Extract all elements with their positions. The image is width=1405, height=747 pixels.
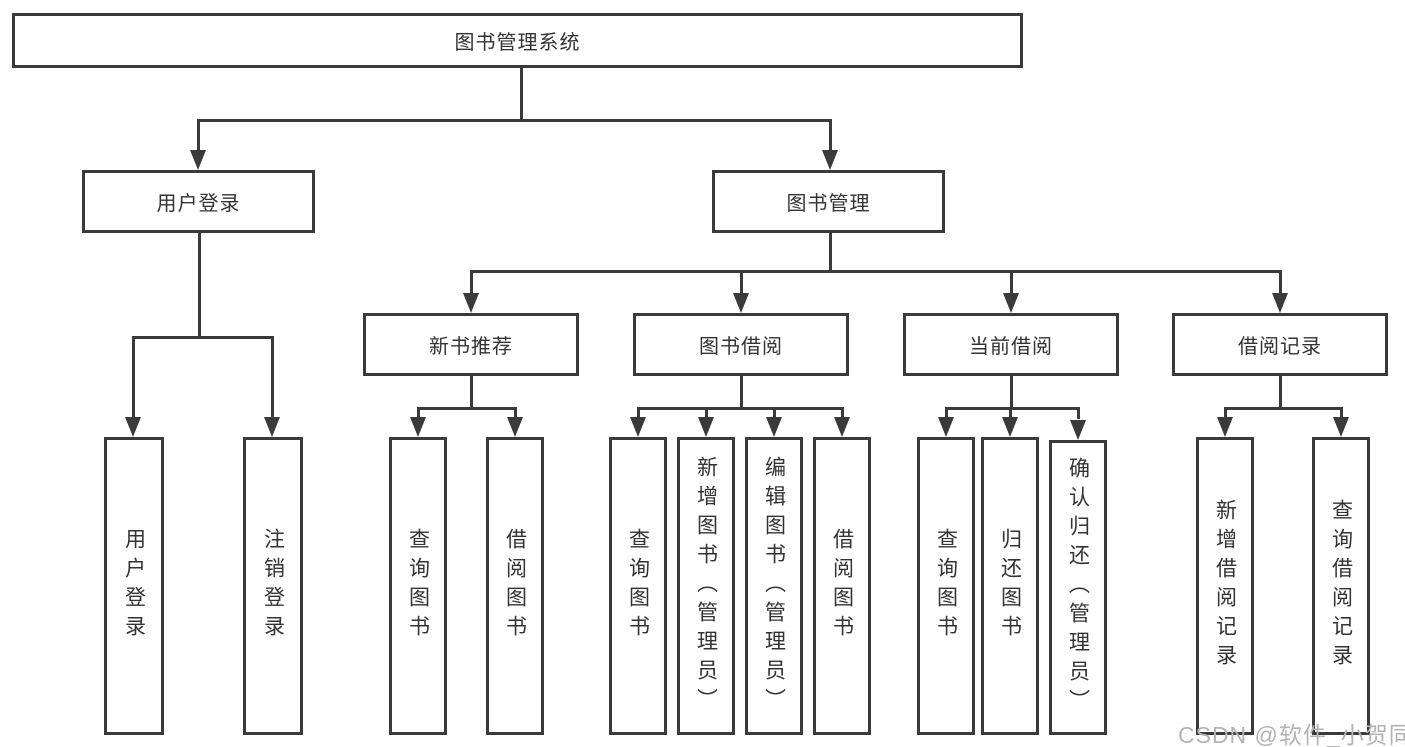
node-label: 图书管理	[786, 193, 871, 215]
connector-line	[1010, 376, 1013, 407]
connector-line	[1009, 407, 1012, 419]
node-label: 图书管理系统	[454, 32, 581, 54]
node-root: 图书管理系统	[12, 13, 1023, 68]
connector-line	[470, 376, 473, 407]
connector-line	[417, 407, 517, 410]
node-label: 查询图书	[406, 528, 430, 644]
connector-line	[1010, 270, 1013, 295]
leaf-borrow-books-2: 借阅图书	[813, 437, 871, 735]
leaf-return-books: 归还图书	[981, 437, 1039, 735]
node-label: 新增借阅记录	[1213, 499, 1237, 673]
leaf-query-books-1: 查询图书	[389, 437, 447, 735]
connector-line	[1224, 407, 1343, 410]
connector-arrowhead	[822, 150, 838, 170]
leaf-query-books-2: 查询图书	[609, 437, 667, 735]
connector-line	[1340, 407, 1343, 419]
node-label: 借阅图书	[503, 528, 527, 644]
node-label: 用户登录	[156, 193, 241, 215]
leaf-logout: 注销登录	[243, 437, 303, 735]
node-label: 当前借阅	[969, 336, 1053, 358]
connector-arrowhead	[938, 417, 954, 437]
connector-arrowhead	[630, 417, 646, 437]
connector-line	[637, 407, 640, 419]
connector-arrowhead	[1002, 417, 1018, 437]
node-label: 注销登录	[261, 528, 285, 644]
connector-line	[945, 407, 948, 419]
connector-line	[132, 336, 135, 419]
node-label: 查询图书	[626, 528, 650, 644]
connector-line	[197, 119, 200, 152]
node-label: 新书推荐	[429, 336, 513, 358]
connector-arrowhead	[264, 417, 280, 437]
connector-line	[740, 270, 743, 295]
node-label: 编辑图书（管理员）	[762, 455, 786, 717]
connector-line	[740, 376, 743, 407]
connector-line	[1224, 407, 1227, 419]
node-label: 确认归还（管理员）	[1066, 457, 1090, 718]
connector-line	[773, 407, 776, 419]
node-book-borrow: 图书借阅	[633, 313, 849, 376]
node-label: 借阅图书	[830, 528, 854, 644]
leaf-borrow-books-1: 借阅图书	[486, 437, 544, 735]
connector-line	[829, 233, 832, 270]
node-label: 查询借阅记录	[1329, 499, 1353, 673]
node-book-management: 图书管理	[712, 170, 945, 233]
connector-line	[271, 336, 274, 419]
leaf-add-borrow-record: 新增借阅记录	[1196, 437, 1254, 735]
connector-line	[1279, 270, 1282, 295]
connector-line	[417, 407, 420, 419]
connector-arrowhead	[1333, 417, 1349, 437]
connector-line	[520, 68, 523, 119]
leaf-add-books-admin: 新增图书（管理员）	[677, 437, 735, 735]
connector-arrowhead	[125, 417, 141, 437]
connector-arrowhead	[766, 417, 782, 437]
connector-arrowhead	[1003, 293, 1019, 313]
connector-arrowhead	[733, 293, 749, 313]
connector-line	[705, 407, 708, 419]
leaf-confirm-return-admin: 确认归还（管理员）	[1049, 440, 1107, 735]
connector-line	[829, 119, 832, 152]
connector-arrowhead	[1217, 417, 1233, 437]
connector-line	[637, 407, 844, 410]
connector-line	[470, 270, 1281, 273]
node-label: 图书借阅	[699, 336, 783, 358]
node-label: 归还图书	[998, 528, 1022, 644]
connector-line	[132, 336, 274, 339]
node-current-borrow: 当前借阅	[903, 313, 1119, 376]
connector-arrowhead	[1272, 293, 1288, 313]
connector-arrowhead	[1070, 420, 1086, 440]
connector-line	[197, 119, 832, 122]
connector-arrowhead	[410, 417, 426, 437]
connector-arrowhead	[698, 417, 714, 437]
node-label: 借阅记录	[1238, 336, 1322, 358]
node-new-book-recommend: 新书推荐	[363, 313, 579, 376]
connector-arrowhead	[463, 293, 479, 313]
connector-arrowhead	[507, 417, 523, 437]
connector-line	[841, 407, 844, 419]
connector-line	[1077, 407, 1080, 419]
leaf-query-books-3: 查询图书	[917, 437, 975, 735]
leaf-edit-books-admin: 编辑图书（管理员）	[745, 437, 803, 735]
connector-arrowhead	[190, 150, 206, 170]
node-label: 新增图书（管理员）	[694, 455, 718, 717]
node-user-login: 用户登录	[82, 170, 315, 233]
watermark: CSDN @软件_小贺同学	[1178, 722, 1405, 747]
node-label: 用户登录	[122, 528, 146, 644]
node-borrow-record: 借阅记录	[1172, 313, 1388, 376]
leaf-user-login: 用户登录	[104, 437, 164, 735]
connector-line	[945, 407, 1080, 410]
connector-line	[198, 233, 201, 336]
leaf-query-borrow-record: 查询借阅记录	[1312, 437, 1370, 735]
connector-arrowhead	[834, 417, 850, 437]
connector-line	[1279, 376, 1282, 407]
connector-line	[514, 407, 517, 419]
connector-line	[470, 270, 473, 295]
node-label: 查询图书	[934, 528, 958, 644]
